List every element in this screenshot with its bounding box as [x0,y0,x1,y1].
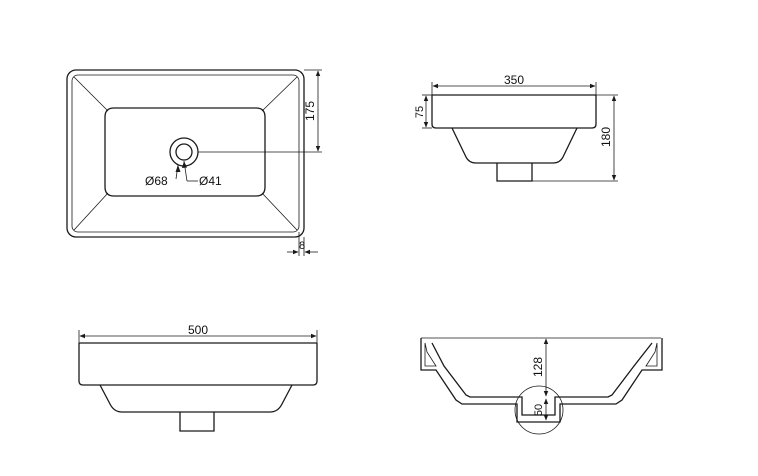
corner-edge-tr [261,76,298,112]
basin-outer-rim [66,69,305,238]
drain-detail-circle [514,385,564,435]
basin-bowl-floor [104,107,266,197]
side-drain-pipe [496,163,533,182]
section-inner-profile [431,342,653,416]
dim-label-dia41: Ø41 [199,174,222,188]
dim-label-500: 500 [188,323,208,337]
drain-inner-circle [175,143,193,161]
section-right-lip [645,342,658,367]
side-bowl-outline [451,127,578,164]
dim-label-175: 175 [303,101,317,121]
section-outer-profile [420,338,663,423]
dim-label-350: 350 [504,73,524,87]
front-bowl-outline [99,384,293,413]
corner-edge-br [261,192,298,231]
dim-label-8: 8 [299,240,305,252]
front-rim-outline [78,343,318,386]
basin-inner-rim [71,74,300,233]
section-view: 128 50 [420,337,663,435]
top-view: 175 8 Ø68 Ø41 [66,69,322,256]
front-drain-pipe [179,412,215,432]
dim-label-50: 50 [533,404,545,416]
dim-label-dia68: Ø68 [145,174,168,188]
dim-label-180: 180 [599,127,613,147]
section-left-lip [424,342,437,367]
corner-edge-bl [73,192,109,231]
dim-label-75: 75 [414,106,426,118]
side-rim-outline [431,95,597,129]
front-view: 500 [78,323,318,432]
dim-label-128: 128 [531,357,545,377]
corner-edge-tl [73,76,109,112]
side-view: 350 75 180 [414,73,618,182]
